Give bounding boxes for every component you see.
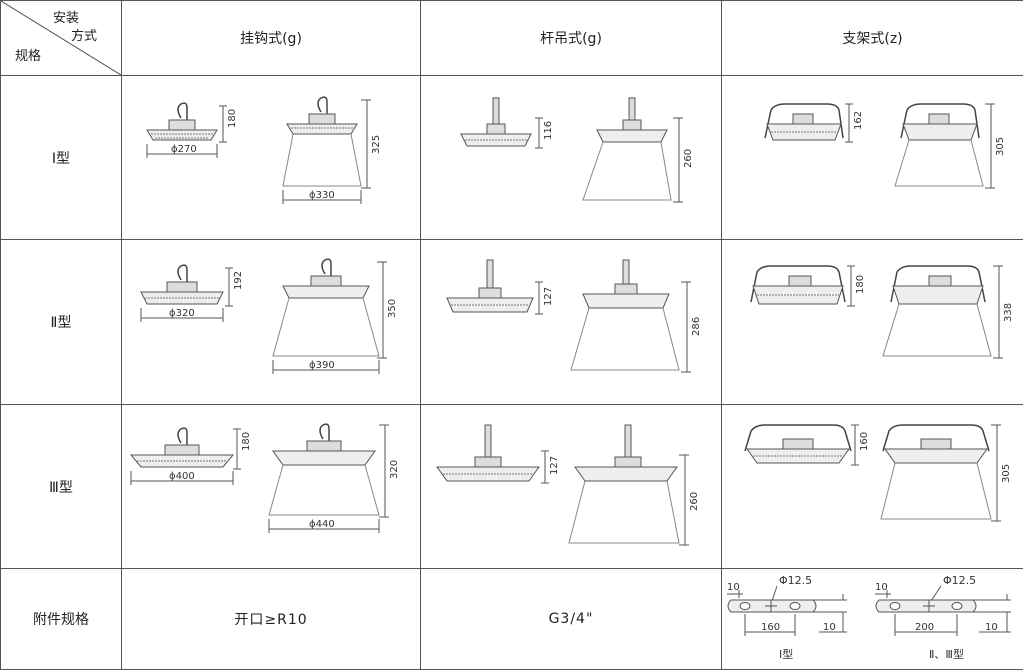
row-label: Ⅲ型 xyxy=(1,405,122,569)
hook-h1: 180 xyxy=(241,431,252,450)
row-label: Ⅱ型 xyxy=(1,240,122,405)
hook-w1: ϕ270 xyxy=(171,144,197,155)
rod-drawing-cell: 127 260 xyxy=(421,405,722,569)
bracket-h1: 162 xyxy=(853,110,864,129)
rod-h1: 127 xyxy=(549,455,560,474)
accessory-rod-spec: G3/4" xyxy=(421,569,722,670)
right-caption: Ⅱ、Ⅲ型 xyxy=(929,647,964,661)
rod-drawing: 116 260 xyxy=(423,78,719,238)
right-edge-dim: 10 xyxy=(875,582,888,593)
bracket-h1: 160 xyxy=(859,431,870,450)
hook-w1: ϕ400 xyxy=(169,471,195,482)
bracket-plate-drawings: 10 Φ12.5 160 10 Ⅰ型 10 xyxy=(723,570,1023,668)
rod-h2: 260 xyxy=(689,491,700,510)
rod-h1: 116 xyxy=(543,120,554,139)
accessory-label: 附件规格 xyxy=(1,569,122,670)
bracket-drawing: 160 305 xyxy=(725,407,1021,567)
bracket-drawing: 180 338 xyxy=(725,242,1021,402)
hook-h2: 320 xyxy=(389,459,400,478)
accessory-row: 附件规格 开口≥R10 G3/4" 10 Φ12.5 160 xyxy=(1,569,1023,670)
left-hole-dim: Φ12.5 xyxy=(779,574,812,587)
col-header-bracket: 支架式(z) xyxy=(722,1,1023,76)
col-header-rod: 杆吊式(g) xyxy=(421,1,722,76)
rod-drawing-cell: 127 286 xyxy=(421,240,722,405)
bracket-drawing-cell: 162 305 xyxy=(722,76,1023,240)
rod-h2: 260 xyxy=(683,148,694,167)
right-hole-dim: Φ12.5 xyxy=(943,574,976,587)
corner-label-spec: 规格 xyxy=(15,45,41,64)
rod-drawing: 127 260 xyxy=(423,407,719,567)
hook-drawing: 180 ϕ400 320 ϕ440 xyxy=(123,407,419,567)
hook-w2: ϕ440 xyxy=(309,519,335,530)
rod-drawing: 127 286 xyxy=(423,242,719,402)
row-type-1: Ⅰ型 180 ϕ270 xyxy=(1,76,1023,240)
left-edge-dim: 10 xyxy=(727,582,740,593)
header-row: 安装 方式 规格 挂钩式(g) 杆吊式(g) 支架式(z) xyxy=(1,1,1023,76)
rod-h2: 286 xyxy=(691,317,702,336)
bracket-h2: 305 xyxy=(995,136,1006,155)
hook-h2: 350 xyxy=(387,299,398,318)
rod-drawing-cell: 116 260 xyxy=(421,76,722,240)
left-thick-dim: 10 xyxy=(823,622,836,633)
hook-h1: 180 xyxy=(227,108,238,127)
col-header-hook: 挂钩式(g) xyxy=(122,1,421,76)
hook-drawing-cell: 192 ϕ320 350 ϕ390 xyxy=(122,240,421,405)
rod-h1: 127 xyxy=(543,287,554,306)
hook-drawing-cell: 180 ϕ400 320 ϕ440 xyxy=(122,405,421,569)
hook-drawing-cell: 180 ϕ270 325 ϕ330 xyxy=(122,76,421,240)
left-caption: Ⅰ型 xyxy=(779,647,793,661)
bracket-h2: 338 xyxy=(1003,303,1014,322)
left-spacing-dim: 160 xyxy=(761,622,780,633)
right-spacing-dim: 200 xyxy=(915,622,934,633)
bracket-drawing-cell: 160 305 xyxy=(722,405,1023,569)
bracket-drawing-cell: 180 338 xyxy=(722,240,1023,405)
corner-label-install: 安装 xyxy=(53,7,79,26)
corner-cell: 安装 方式 规格 xyxy=(1,1,122,76)
hook-h1: 192 xyxy=(233,271,244,290)
bracket-h2: 305 xyxy=(1001,463,1012,482)
hook-drawing: 192 ϕ320 350 ϕ390 xyxy=(123,242,419,402)
hook-drawing: 180 ϕ270 325 ϕ330 xyxy=(123,78,419,238)
row-label: Ⅰ型 xyxy=(1,76,122,240)
accessory-bracket-cell: 10 Φ12.5 160 10 Ⅰ型 10 xyxy=(722,569,1023,670)
hook-w2: ϕ330 xyxy=(309,190,335,201)
right-thick-dim: 10 xyxy=(985,622,998,633)
accessory-hook-spec: 开口≥R10 xyxy=(122,569,421,670)
hook-h2: 325 xyxy=(371,134,382,153)
row-type-3: Ⅲ型 180 ϕ400 320 xyxy=(1,405,1023,569)
bracket-drawing: 162 305 xyxy=(725,78,1021,238)
row-type-2: Ⅱ型 192 ϕ320 350 xyxy=(1,240,1023,405)
hook-w2: ϕ390 xyxy=(309,360,335,371)
bracket-h1: 180 xyxy=(855,275,866,294)
hook-w1: ϕ320 xyxy=(169,308,195,319)
corner-label-method: 方式 xyxy=(71,25,97,44)
